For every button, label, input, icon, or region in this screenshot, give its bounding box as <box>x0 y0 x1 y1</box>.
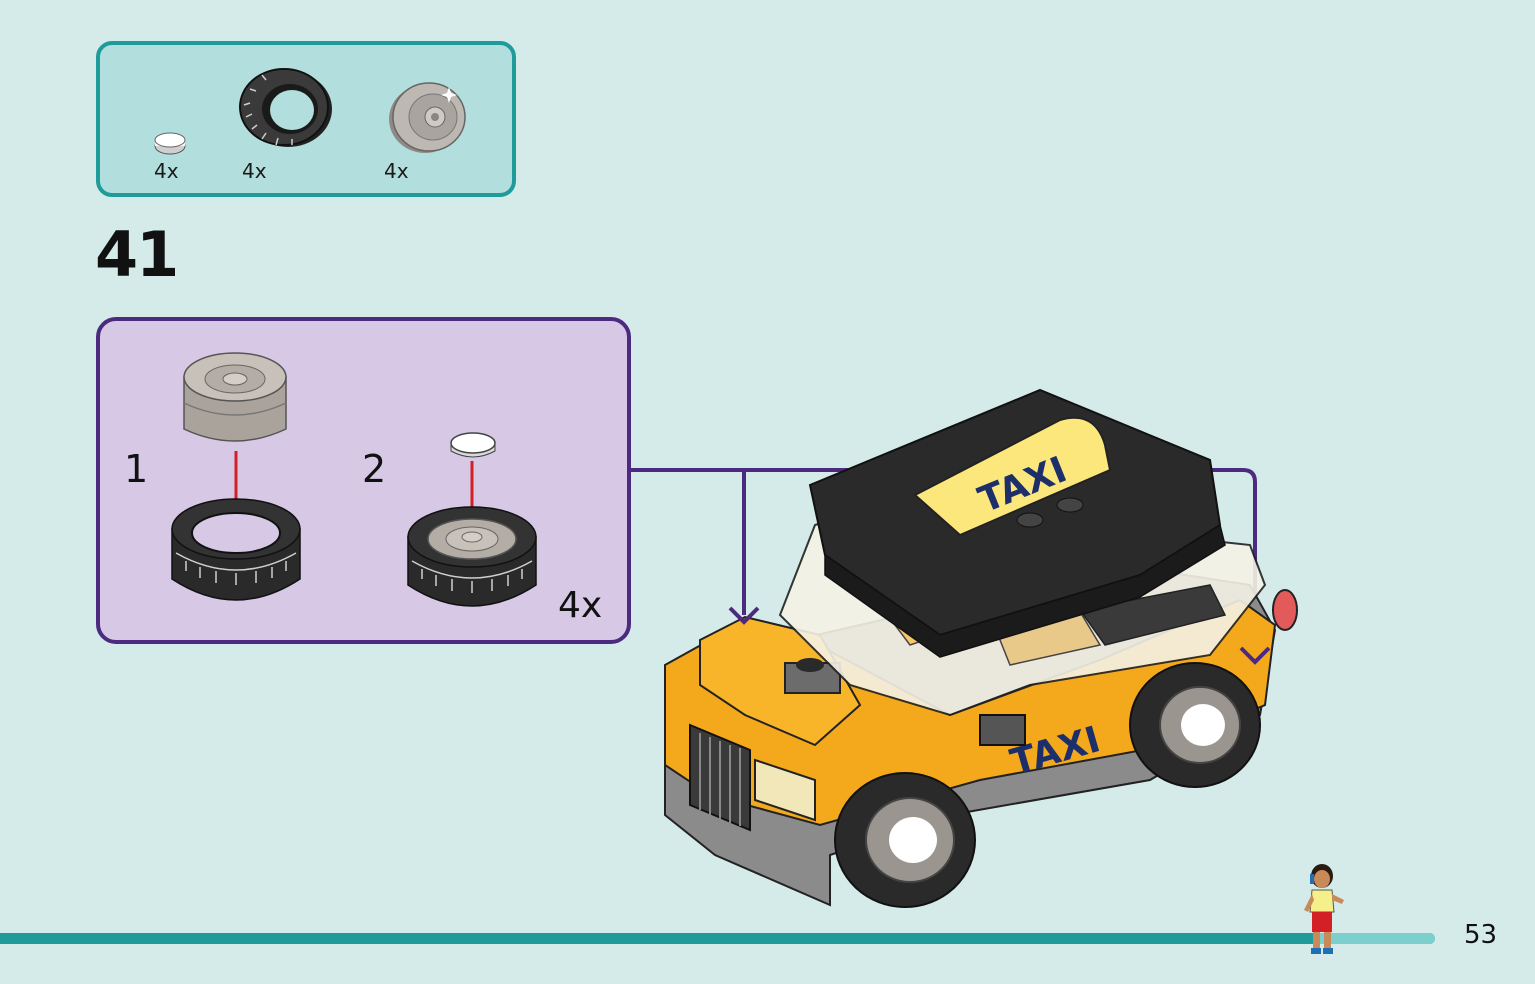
rim-icon <box>183 352 287 442</box>
wheel-assembly-icon <box>407 506 537 607</box>
parts-list-box: 4x 4x 4x <box>96 41 516 197</box>
white-round-tile-icon <box>154 132 186 155</box>
step-number: 41 <box>95 218 179 291</box>
tire-icon <box>171 498 301 601</box>
assembly-multiplier: 4x <box>558 585 603 626</box>
page-number: 53 <box>1464 920 1498 950</box>
minifigure-icon <box>1304 864 1344 954</box>
sub-step-label: 2 <box>362 447 387 491</box>
part-qty: 4x <box>242 159 267 183</box>
progress-bar <box>0 933 1435 944</box>
part-qty: 4x <box>154 159 179 183</box>
grey-wheel-rim-icon <box>389 82 466 153</box>
sub-assembly-box: 1 2 <box>96 317 631 644</box>
black-tire-icon <box>239 68 332 147</box>
sub-step-label: 1 <box>124 447 149 491</box>
progress-bar-remaining <box>1320 933 1435 944</box>
taxi-model: TAXI TAXI <box>664 388 1298 908</box>
white-tile-icon <box>450 432 496 458</box>
part-qty: 4x <box>384 159 409 183</box>
